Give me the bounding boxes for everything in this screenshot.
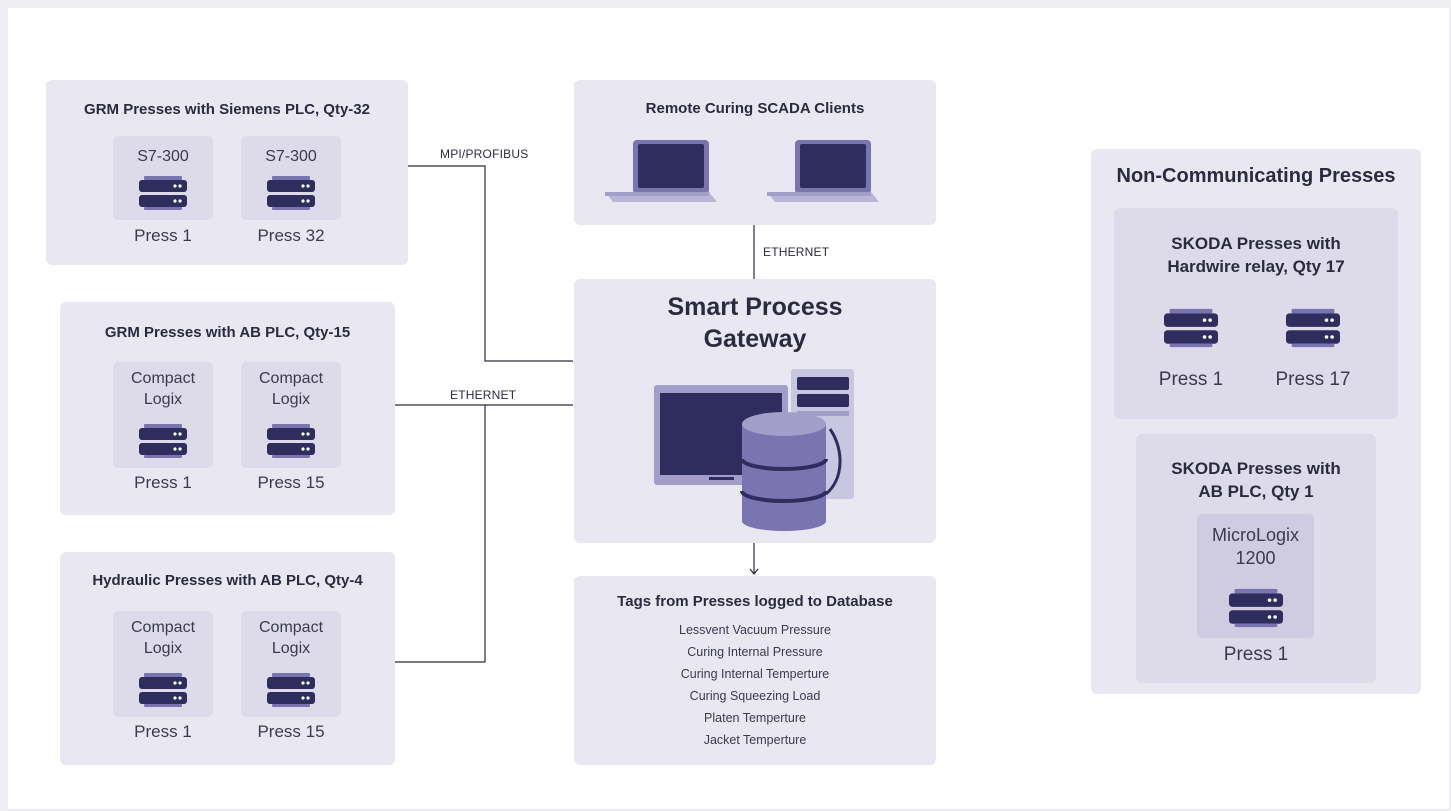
gateway-illustration: [654, 369, 854, 531]
press-label: Press 1: [134, 473, 192, 492]
plc-label: Compact Logix: [130, 370, 196, 408]
server-icon: [139, 424, 187, 458]
server-icon: [1286, 308, 1340, 348]
siemens-group-panel: GRM Presses with Siemens PLC, Qty-32 S7-…: [46, 80, 408, 265]
server-icon: [139, 176, 187, 210]
skoda-relay-panel: SKODA Presses with Hardwire relay, Qty 1…: [1114, 208, 1398, 419]
list-item: Lessvent Vacuum Pressure: [679, 623, 831, 637]
server-icon: [139, 673, 187, 707]
press-label: Press 15: [257, 722, 325, 741]
skoda-ab-title-line1: SKODA Presses with: [1171, 459, 1341, 478]
scada-title: Remote Curing SCADA Clients: [645, 100, 865, 117]
list-item: Curing Squeezing Load: [689, 689, 821, 703]
plc-label: Compact Logix: [130, 619, 196, 657]
hydraulic-group-title: Hydraulic Presses with AB PLC, Qty-4: [92, 572, 363, 589]
non-comm-panel: Non-Communicating Presses SKODA Presses …: [1091, 149, 1421, 694]
ethernet-hydraulic-line: [395, 405, 486, 663]
press-label: Press 1: [1158, 369, 1224, 390]
laptop-icon: [767, 140, 879, 202]
gateway-title-line1: Smart Process: [667, 293, 843, 321]
server-icon: [267, 673, 315, 707]
list-item: Curing Internal Temperture: [680, 667, 830, 681]
server-icon: [1164, 308, 1218, 348]
siemens-group-title: GRM Presses with Siemens PLC, Qty-32: [84, 101, 370, 118]
press-label: Press 15: [257, 473, 325, 492]
mpi-profibus-line: [405, 165, 573, 362]
press-label: Press 17: [1275, 369, 1351, 390]
hydraulic-group-panel: Hydraulic Presses with AB PLC, Qty-4 Com…: [60, 552, 395, 765]
plc-label: S7-300: [137, 148, 189, 165]
plc-label: S7-300: [265, 148, 317, 165]
plc-label: Compact Logix: [258, 619, 324, 657]
ab-group-title: GRM Presses with AB PLC, Qty-15: [104, 324, 351, 341]
press-label: Press 1: [134, 226, 192, 245]
gateway-title-line2: Gateway: [703, 325, 807, 353]
arrow-down-icon: [749, 568, 759, 575]
server-icon: [267, 424, 315, 458]
plc-label-line1: MicroLogix: [1211, 525, 1300, 545]
list-item: Jacket Temperture: [703, 733, 807, 747]
tags-title: Tags from Presses logged to Database: [617, 593, 893, 610]
database-icon: [740, 412, 842, 531]
press-label: Press 1: [1223, 644, 1289, 665]
press-card: Compact Logix: [113, 611, 213, 717]
tags-list: Lessvent Vacuum Pressure Curing Internal…: [574, 619, 936, 751]
skoda-relay-title-line1: SKODA Presses with: [1171, 234, 1341, 253]
press-card: S7-300: [113, 136, 213, 220]
skoda-ab-title-line2: AB PLC, Qty 1: [1198, 482, 1314, 501]
skoda-relay-title-line2: Hardwire relay, Qty 17: [1167, 257, 1345, 276]
plc-label: Compact Logix: [258, 370, 324, 408]
ab-group-panel: GRM Presses with AB PLC, Qty-15 Compact …: [60, 302, 395, 515]
mpi-profibus-label: MPI/PROFIBUS: [440, 147, 529, 161]
press-card: Compact Logix: [113, 362, 213, 468]
press-card: Compact Logix: [241, 611, 341, 717]
non-comm-title: Non-Communicating Presses: [1116, 165, 1396, 187]
server-icon: [1228, 588, 1283, 628]
press-card: MicroLogix 1200: [1197, 514, 1314, 638]
press-label: Press 32: [257, 226, 325, 245]
laptop-icon: [605, 140, 717, 202]
ethernet-label-left: ETHERNET: [450, 388, 517, 402]
server-icon: [267, 176, 315, 210]
gateway-panel: Smart Process Gateway: [574, 279, 936, 543]
press-card: S7-300: [241, 136, 341, 220]
skoda-ab-panel: SKODA Presses with AB PLC, Qty 1 MicroLo…: [1136, 434, 1376, 683]
ethernet-label-top: ETHERNET: [763, 245, 830, 259]
press-label: Press 1: [134, 722, 192, 741]
tags-panel: Tags from Presses logged to Database Les…: [574, 576, 936, 765]
press-card: Compact Logix: [241, 362, 341, 468]
list-item: Curing Internal Pressure: [687, 645, 823, 659]
plc-label-line2: 1200: [1235, 548, 1276, 568]
list-item: Platen Temperture: [704, 711, 806, 725]
scada-panel: Remote Curing SCADA Clients: [574, 80, 936, 225]
